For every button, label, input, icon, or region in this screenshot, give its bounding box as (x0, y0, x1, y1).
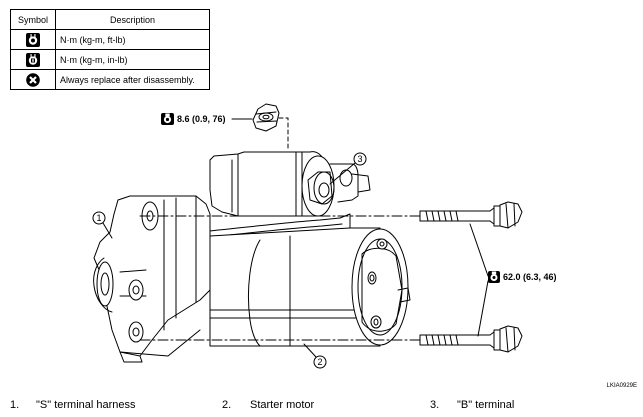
through-bolt-upper (419, 201, 523, 229)
symbol-row: N·m (kg-m, in-lb) (10, 49, 210, 70)
legend-label: "B" terminal (457, 399, 515, 411)
starter-motor-yoke (209, 227, 381, 347)
torque-wrench-ft-lb-icon (10, 29, 56, 50)
bolt-torque-label: 62.0 (6.3, 46) (503, 272, 557, 282)
callout-1: 1 (92, 211, 113, 239)
symbol-row: Always replace after disassembly. (10, 69, 210, 90)
solenoid (209, 151, 371, 217)
symbol-table: Symbol Description N·m (kg-m, ft-lb) (10, 9, 210, 90)
legend-number: 3. (430, 399, 440, 411)
gear-housing (93, 195, 211, 363)
figure-id: LKIA0929E (606, 383, 637, 389)
callout-1-number: 1 (96, 213, 101, 223)
legend-item-1: 1. "S" terminal harness (10, 399, 136, 411)
callout-2-number: 2 (317, 357, 322, 367)
through-bolt-lower (419, 325, 523, 353)
end-cover (351, 228, 411, 346)
legend-label: Starter motor (250, 399, 315, 411)
legend-number: 1. (10, 399, 20, 411)
torque-symbol-nut-icon (161, 113, 174, 125)
callout-2: 2 (303, 343, 327, 369)
nut-torque-label: 8.6 (0.9, 76) (177, 114, 226, 124)
callout-3-number: 3 (357, 154, 362, 164)
torque-wrench-in-lb-icon (10, 49, 56, 70)
symbol-description: Always replace after disassembly. (55, 69, 210, 90)
symbol-table-header: Symbol Description (10, 9, 210, 30)
legend-item-2: 2. Starter motor (222, 399, 314, 411)
torque-symbol-bolts-icon (488, 271, 500, 283)
callout-3: 3 (329, 152, 367, 185)
legend-label: "S" terminal harness (36, 399, 136, 411)
legend-number: 2. (222, 399, 232, 411)
terminal-nut (252, 103, 280, 132)
symbol-row: N·m (kg-m, ft-lb) (10, 29, 210, 50)
legend-item-3: 3. "B" terminal (430, 399, 514, 411)
